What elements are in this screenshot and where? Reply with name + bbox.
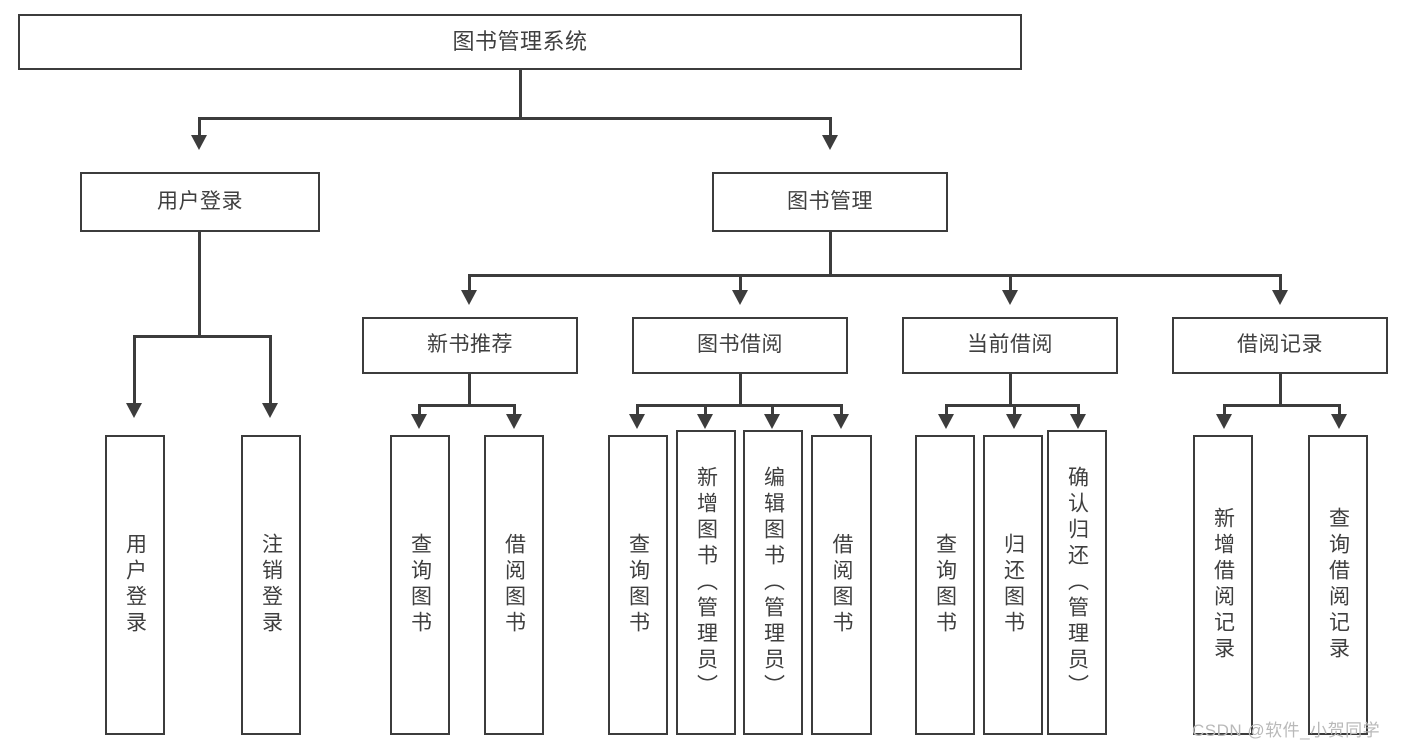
node-leaf-return-book[interactable]: 归还图书	[983, 435, 1043, 735]
node-label: 用户登录	[157, 189, 243, 213]
connector-user-login-stem	[198, 232, 201, 337]
connector-borrow-record-bar	[1223, 404, 1340, 407]
connector-current-borrow-stem	[1009, 374, 1012, 406]
node-leaf-query-book-new[interactable]: 查询图书	[390, 435, 450, 735]
connector-user-login-to-leaf-1	[133, 335, 136, 407]
node-current-borrow[interactable]: 当前借阅	[902, 317, 1118, 374]
connector-root-bar	[198, 117, 831, 120]
connector-book-manage-to-new-book	[468, 274, 471, 294]
node-leaf-user-login[interactable]: 用户登录	[105, 435, 165, 735]
arrow-root-to-book-manage	[822, 135, 838, 150]
arrow-current-borrow-to-leaf-2	[1006, 414, 1022, 429]
node-leaf-add-record[interactable]: 新增借阅记录	[1193, 435, 1253, 735]
arrow-root-to-user-login	[191, 135, 207, 150]
connector-root-to-book-manage	[829, 117, 832, 139]
node-label: 查询借阅记录	[1326, 507, 1350, 663]
node-label: 借阅图书	[830, 533, 853, 637]
node-label: 图书管理系统	[452, 29, 588, 55]
arrow-book-borrow-to-leaf-1	[629, 414, 645, 429]
connector-book-manage-to-current-borrow	[1009, 274, 1012, 294]
connector-book-borrow-stem	[739, 374, 742, 406]
node-label: 确认归还（管理员）	[1065, 465, 1089, 700]
node-label: 新书推荐	[427, 333, 513, 357]
connector-user-login-to-leaf-2	[269, 335, 272, 407]
arrow-book-borrow-to-leaf-4	[833, 414, 849, 429]
arrow-new-book-to-leaf-1	[411, 414, 427, 429]
node-leaf-query-book-borrow[interactable]: 查询图书	[608, 435, 668, 735]
node-leaf-borrow-book-borrow[interactable]: 借阅图书	[811, 435, 872, 735]
connector-book-borrow-to-leaf-4	[840, 404, 843, 416]
arrow-new-book-to-leaf-2	[506, 414, 522, 429]
arrow-book-manage-to-borrow-record	[1272, 290, 1288, 305]
arrow-book-manage-to-book-borrow	[732, 290, 748, 305]
connector-book-manage-to-book-borrow	[739, 274, 742, 294]
connector-book-borrow-to-leaf-1	[636, 404, 639, 416]
node-book-manage[interactable]: 图书管理	[712, 172, 948, 232]
node-book-borrow[interactable]: 图书借阅	[632, 317, 848, 374]
arrow-book-manage-to-new-book	[461, 290, 477, 305]
node-leaf-add-book[interactable]: 新增图书（管理员）	[676, 430, 736, 735]
node-label: 查询图书	[626, 533, 650, 637]
connector-book-borrow-to-leaf-2	[704, 404, 707, 416]
connector-current-borrow-bar	[945, 404, 1079, 407]
connector-root-stem	[519, 70, 522, 118]
node-borrow-record[interactable]: 借阅记录	[1172, 317, 1388, 374]
connector-borrow-record-to-leaf-2	[1338, 404, 1341, 416]
node-new-book-recommend[interactable]: 新书推荐	[362, 317, 578, 374]
node-label: 借阅记录	[1237, 333, 1323, 357]
arrow-book-borrow-to-leaf-2	[697, 414, 713, 429]
node-label: 图书管理	[787, 189, 873, 213]
arrow-borrow-record-to-leaf-1	[1216, 414, 1232, 429]
node-leaf-confirm-return[interactable]: 确认归还（管理员）	[1047, 430, 1107, 735]
arrow-book-manage-to-current-borrow	[1002, 290, 1018, 305]
connector-user-login-bar	[133, 335, 270, 338]
connector-root-to-user-login	[198, 117, 201, 139]
node-label: 图书借阅	[697, 333, 783, 357]
arrow-user-login-to-leaf-2	[262, 403, 278, 418]
connector-current-borrow-to-leaf-2	[1013, 404, 1016, 416]
node-label: 归还图书	[1001, 533, 1025, 637]
node-label: 新增图书（管理员）	[694, 465, 718, 700]
arrow-current-borrow-to-leaf-1	[938, 414, 954, 429]
node-label: 借阅图书	[502, 533, 526, 637]
connector-current-borrow-to-leaf-3	[1077, 404, 1080, 416]
node-leaf-query-book-current[interactable]: 查询图书	[915, 435, 975, 735]
connector-new-book-to-leaf-2	[513, 404, 516, 416]
node-user-login[interactable]: 用户登录	[80, 172, 320, 232]
connector-book-manage-stem	[829, 232, 832, 276]
connector-borrow-record-to-leaf-1	[1223, 404, 1226, 416]
connector-book-borrow-bar	[636, 404, 843, 407]
node-leaf-edit-book[interactable]: 编辑图书（管理员）	[743, 430, 803, 735]
connector-book-manage-to-borrow-record	[1279, 274, 1282, 294]
node-leaf-borrow-book-new[interactable]: 借阅图书	[484, 435, 544, 735]
arrow-user-login-to-leaf-1	[126, 403, 142, 418]
connector-book-borrow-to-leaf-3	[771, 404, 774, 416]
arrow-borrow-record-to-leaf-2	[1331, 414, 1347, 429]
connector-new-book-bar	[418, 404, 516, 407]
node-label: 编辑图书（管理员）	[761, 465, 785, 700]
arrow-current-borrow-to-leaf-3	[1070, 414, 1086, 429]
node-label: 查询图书	[408, 533, 432, 637]
node-label: 新增借阅记录	[1211, 507, 1235, 663]
arrow-book-borrow-to-leaf-3	[764, 414, 780, 429]
connector-borrow-record-stem	[1279, 374, 1282, 406]
node-root-system[interactable]: 图书管理系统	[18, 14, 1022, 70]
node-label: 注销登录	[259, 533, 283, 637]
node-leaf-query-record[interactable]: 查询借阅记录	[1308, 435, 1368, 735]
connector-book-manage-bar	[468, 274, 1281, 277]
connector-new-book-to-leaf-1	[418, 404, 421, 416]
node-label: 当前借阅	[967, 333, 1053, 357]
node-label: 查询图书	[933, 533, 957, 637]
connector-current-borrow-to-leaf-1	[945, 404, 948, 416]
node-label: 用户登录	[123, 533, 147, 637]
node-leaf-logout-login[interactable]: 注销登录	[241, 435, 301, 735]
connector-new-book-stem	[468, 374, 471, 406]
